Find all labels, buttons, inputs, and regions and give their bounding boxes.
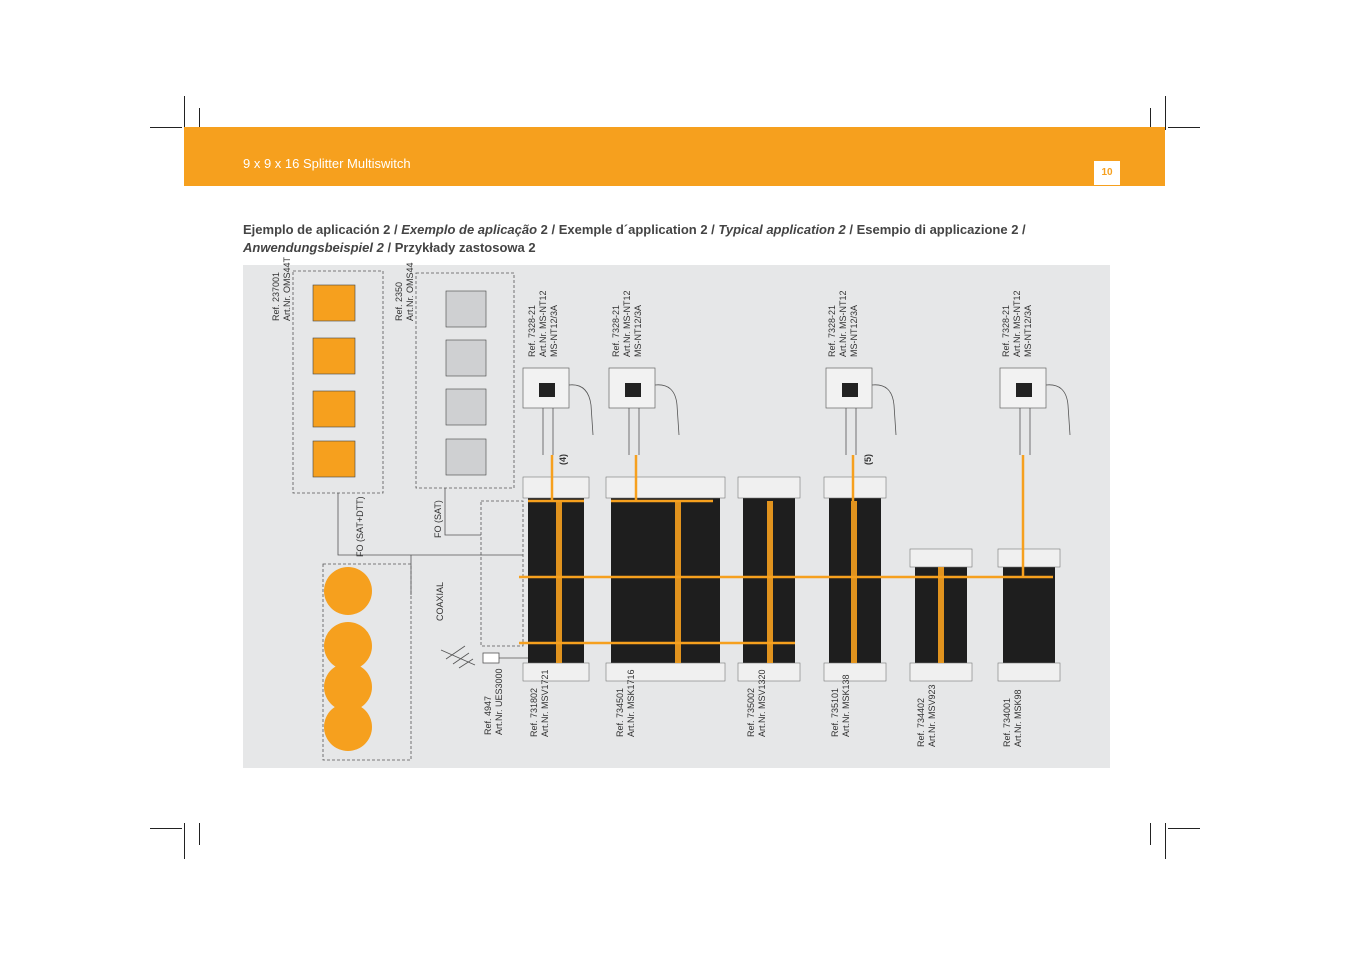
page-title: 9 x 9 x 16 Splitter Multiswitch [243, 156, 411, 171]
crop-mark [150, 127, 182, 128]
note-4: (4) [558, 454, 569, 465]
section-caption: Ejemplo de aplicación 2 / Exemplo de apl… [243, 221, 1083, 257]
crop-mark [184, 823, 185, 859]
oms44-units [446, 291, 486, 475]
note-5: (5) [863, 454, 874, 465]
satellite-dishes [324, 567, 372, 751]
fo-sat-label: FO (SAT) [433, 500, 444, 538]
power-supplies [523, 368, 1046, 408]
crop-mark [1165, 96, 1166, 130]
caption-italic: Typical application 2 [718, 222, 845, 237]
crop-mark [1168, 127, 1200, 128]
header-bar: 9 x 9 x 16 Splitter Multiswitch 10 [184, 127, 1165, 186]
crop-mark [199, 823, 200, 845]
fo-sat-dtt-label: FO (SAT+DTT) [355, 496, 366, 557]
caption-text: Ejemplo de aplicación 2 / [243, 222, 401, 237]
crop-mark [1165, 823, 1166, 859]
caption-text: / Esempio di applicazione 2 / [846, 222, 1026, 237]
page-number: 10 [1094, 161, 1120, 185]
installation-diagram [243, 265, 1110, 768]
caption-text: 2 / Exemple d´application 2 / [537, 222, 718, 237]
multiswitch-units [528, 498, 1055, 663]
caption-text: / Przykłady zastosowa 2 [384, 240, 536, 255]
crop-mark [1150, 823, 1151, 845]
crop-mark [184, 96, 185, 130]
caption-italic: Anwendungsbeispiel 2 [243, 240, 384, 255]
crop-mark [150, 828, 182, 829]
caption-italic: Exemplo de aplicação [401, 222, 537, 237]
crop-mark [1168, 828, 1200, 829]
oms44t-units [313, 285, 355, 477]
coaxial-label: COAXIAL [435, 582, 446, 621]
